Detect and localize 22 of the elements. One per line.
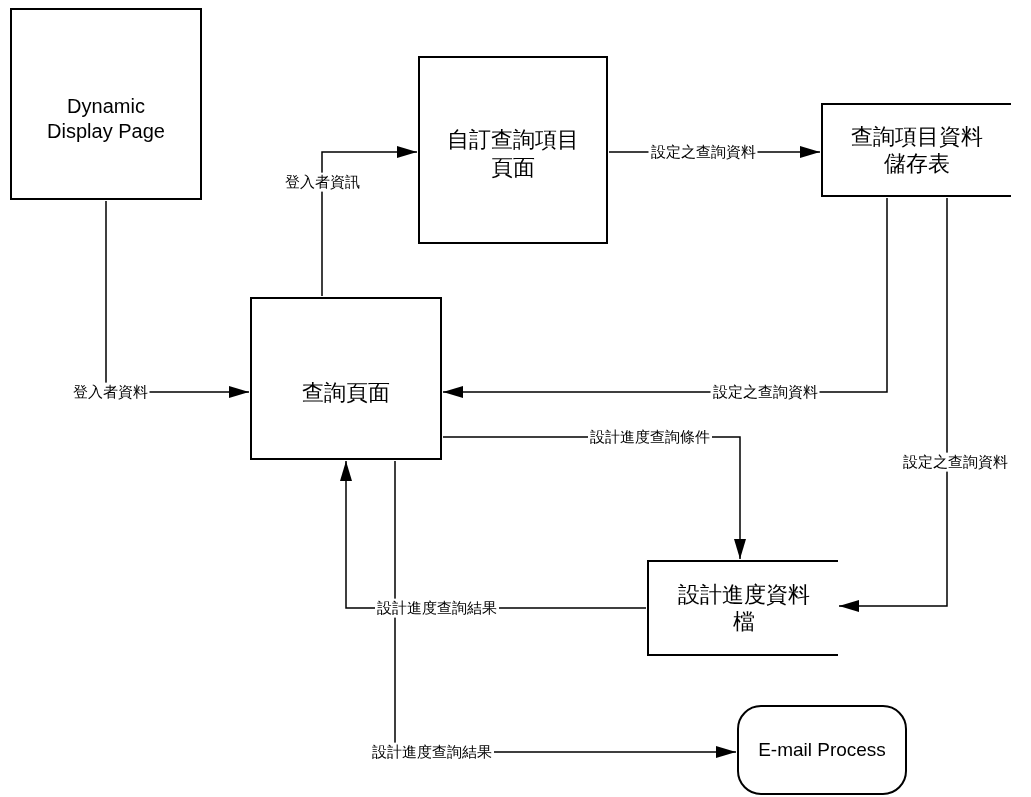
edge-label: 設計進度查詢結果 [370, 742, 494, 762]
process-box [10, 8, 202, 200]
node-label: E-mail Process [758, 738, 886, 762]
node-label: 自訂查詢項目頁面 [446, 126, 580, 181]
process-box [418, 56, 608, 244]
data-store [647, 560, 838, 656]
edge-label: 登入者資訊 [282, 172, 362, 192]
node-label: 設計進度資料檔 [676, 580, 811, 636]
arrow [321, 146, 418, 297]
edge-label: 設定之查詢資料 [710, 382, 820, 402]
process-box [250, 297, 442, 460]
node-label: Dynamic Display Page [46, 94, 166, 144]
edge-label: 設計進度查詢結果 [375, 598, 499, 618]
edge-label: 設定之查詢資料 [648, 142, 758, 162]
node-label: 查詢頁面 [302, 379, 390, 407]
node-label: 查詢項目資料儲存表 [850, 122, 984, 178]
rounded-process-box [737, 705, 907, 795]
data-store [821, 103, 1011, 197]
edge-label: 設計進度查詢條件 [588, 427, 712, 447]
edge-label: 設定之查詢資料 [900, 452, 1010, 472]
edge-label: 登入者資料 [70, 382, 150, 402]
arrow [838, 197, 948, 612]
